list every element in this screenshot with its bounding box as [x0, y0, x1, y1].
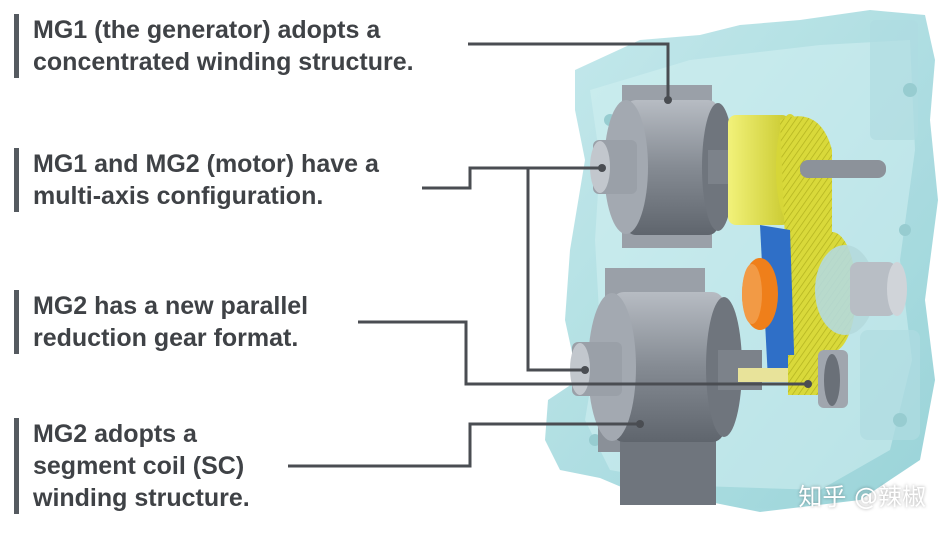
leader-line-parallel-gear: [358, 320, 808, 386]
callout-parallel-reduction-gear-text: MG2 has a new parallel reduction gear fo…: [33, 292, 309, 352]
callout-segment-coil-winding-text: MG2 adopts a segment coil (SC) winding s…: [33, 420, 250, 512]
leader-dots: [581, 96, 812, 428]
differential: [815, 245, 907, 335]
callout-segment-coil-winding: MG2 adopts a segment coil (SC) winding s…: [14, 418, 250, 514]
leader-lines: [288, 42, 808, 468]
reduction-gears: [742, 225, 795, 380]
callout-multi-axis-configuration: MG1 and MG2 (motor) have a multi-axis co…: [14, 148, 379, 212]
callout-mg1-concentrated-winding-text: MG1 (the generator) adopts a concentrate…: [33, 16, 414, 76]
mg1-generator: [590, 85, 738, 248]
leader-line-segment-coil: [288, 422, 640, 468]
leader-line-mg1-winding: [468, 42, 670, 100]
callout-mg1-concentrated-winding: MG1 (the generator) adopts a concentrate…: [14, 14, 414, 78]
mg2-motor: [570, 268, 848, 505]
callout-parallel-reduction-gear: MG2 has a new parallel reduction gear fo…: [14, 290, 308, 354]
leader-line-multi-axis: [422, 166, 602, 190]
callout-multi-axis-configuration-text: MG1 and MG2 (motor) have a multi-axis co…: [33, 150, 379, 210]
zhihu-watermark: 知乎 @辣椒: [798, 483, 926, 511]
leader-line-multi-axis-branch: [526, 168, 585, 372]
